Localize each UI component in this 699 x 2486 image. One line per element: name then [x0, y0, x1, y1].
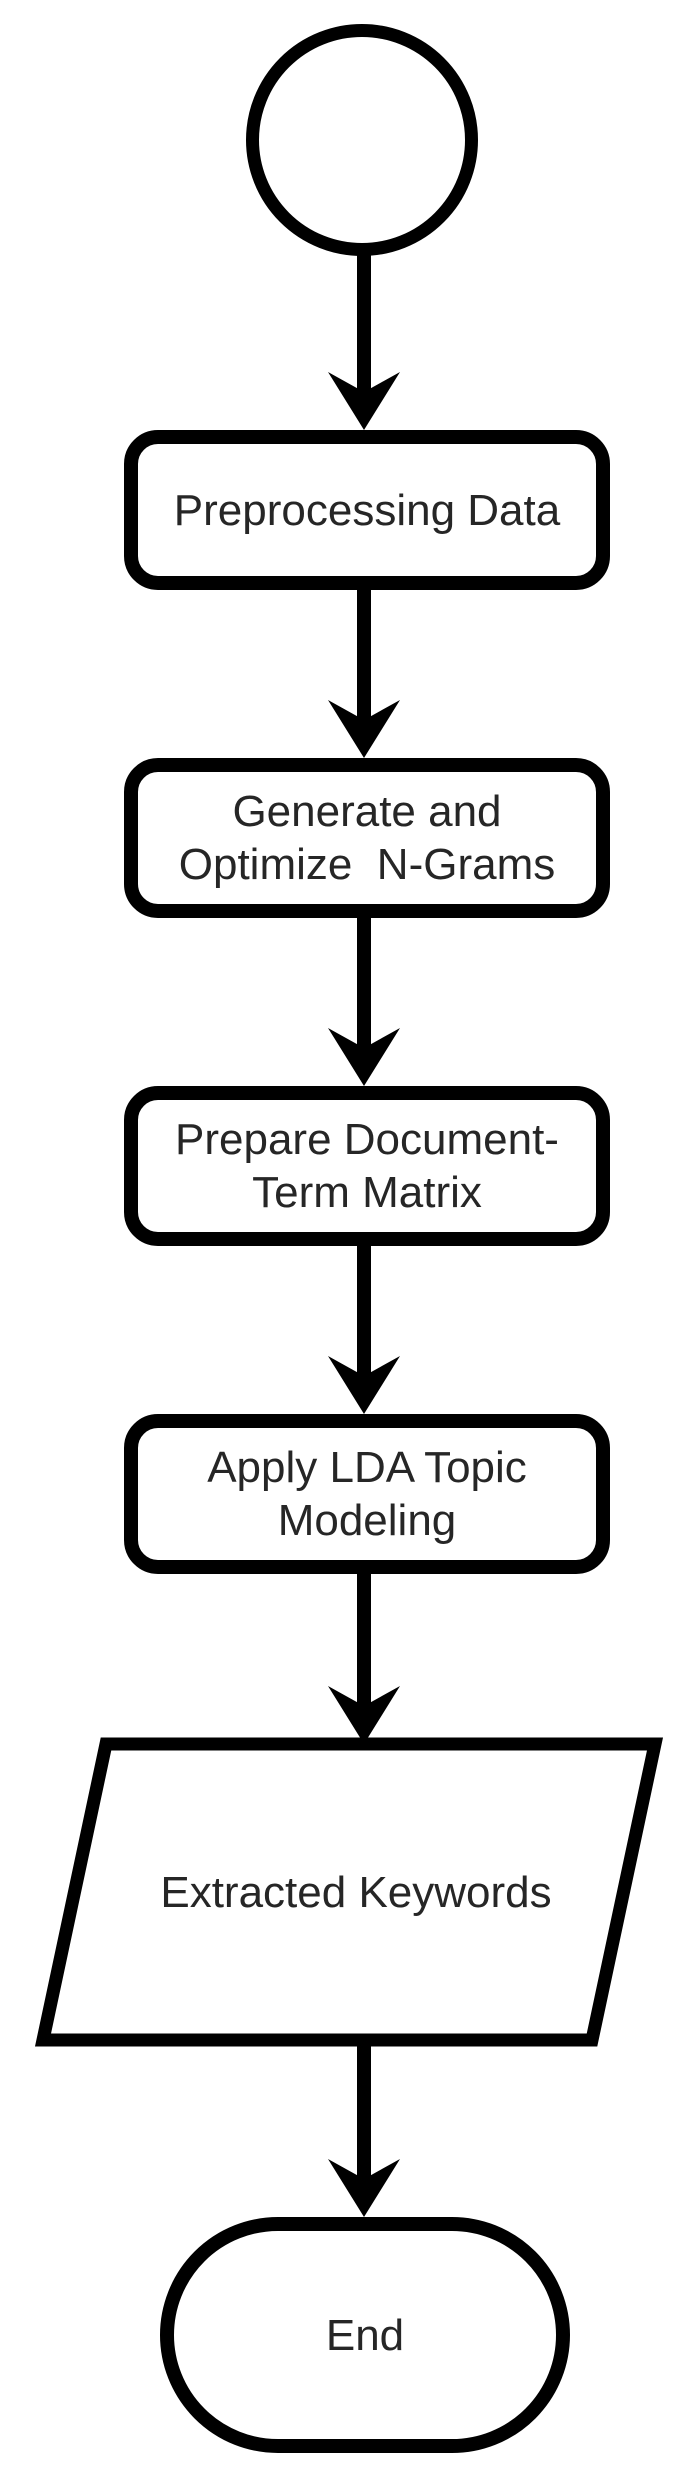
node-extracted-keywords-shape: [34, 1737, 664, 2047]
node-generate-optimize-ngrams: Generate and Optimize N-Grams: [124, 758, 610, 918]
arrowhead-down-icon: [328, 2159, 400, 2217]
arrow-shaft: [357, 590, 371, 742]
node-label: Preprocessing Data: [173, 485, 561, 535]
node-label: Prepare Document- Term Matrix: [175, 1115, 559, 1217]
arrowhead-down-icon: [328, 1686, 400, 1744]
node-label: End: [325, 2310, 405, 2360]
arrowhead-down-icon: [328, 1028, 400, 1086]
node-apply-lda-topic-modeling: Apply LDA Topic Modeling: [124, 1414, 610, 1574]
start-node: [246, 24, 478, 256]
arrow-ngrams-to-dtm: [328, 918, 400, 1086]
arrow-keywords-to-end: [328, 2040, 400, 2217]
arrow-lda-to-keywords: [328, 1574, 400, 1744]
arrow-shaft: [357, 2040, 371, 2201]
arrowhead-down-icon: [328, 700, 400, 758]
arrow-shaft: [357, 1574, 371, 1728]
node-label: Extracted Keywords: [160, 1867, 552, 1917]
arrow-dtm-to-lda: [328, 1246, 400, 1414]
arrowhead-down-icon: [328, 372, 400, 430]
arrowhead-down-icon: [328, 1356, 400, 1414]
node-end: End: [160, 2217, 570, 2453]
node-prepare-document-term-matrix: Prepare Document- Term Matrix: [124, 1086, 610, 1246]
node-label: Apply LDA Topic Modeling: [207, 1443, 527, 1545]
arrow-start-to-preprocessing: [328, 255, 400, 430]
arrow-shaft: [357, 255, 371, 414]
arrow-shaft: [357, 1246, 371, 1398]
node-extracted-keywords: Extracted Keywords: [36, 1744, 662, 2040]
arrow-shaft: [357, 918, 371, 1070]
node-preprocessing-data: Preprocessing Data: [124, 430, 610, 590]
arrow-preprocessing-to-ngrams: [328, 590, 400, 758]
node-label: Generate and Optimize N-Grams: [178, 787, 556, 889]
